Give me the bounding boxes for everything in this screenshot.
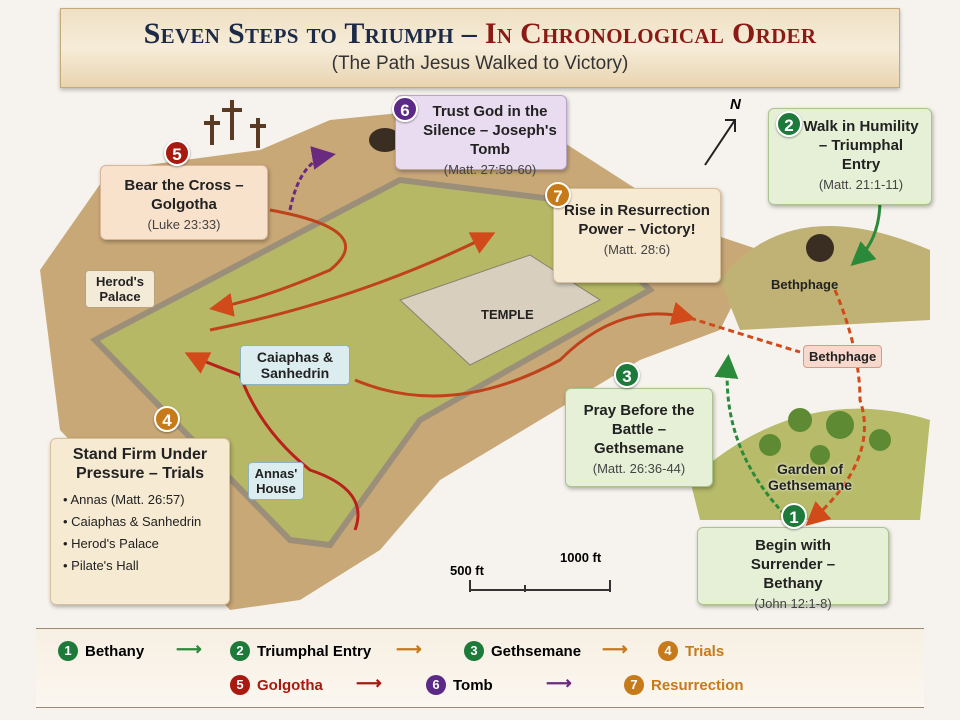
bethphage-cave	[806, 234, 834, 262]
crosses-icon	[204, 100, 266, 148]
step-ref: (Matt. 21:1-11)	[818, 177, 904, 192]
title-part-1: Seven Steps to Triumph –	[143, 17, 478, 50]
bethphage-hill	[720, 226, 930, 330]
legend-badge: 5	[230, 675, 250, 695]
herods-palace-label: Herod's Palace	[85, 270, 155, 308]
arrow-icon: ⟶	[546, 673, 572, 693]
scale-bar	[469, 580, 611, 592]
step-2-badge: 2	[776, 111, 802, 137]
trials-list: • Annas (Matt. 26:57) • Caiaphas & Sanhed…	[57, 489, 223, 577]
legend-badge: 6	[426, 675, 446, 695]
trial-item: • Caiaphas & Sanhedrin	[63, 514, 202, 529]
step-ref: (Luke 23:33)	[147, 217, 221, 232]
step-title: Stand Firm Under Pressure – Trials	[72, 446, 208, 482]
scale-label-500: 500 ft	[450, 563, 484, 578]
annas-house-label: Annas' House	[248, 462, 304, 500]
route-6-path	[288, 146, 336, 211]
compass-label: N	[730, 96, 741, 113]
step-title: Bear the Cross – Golgotha	[124, 177, 244, 213]
step-4-card: Stand Firm Under Pressure – Trials • Ann…	[50, 438, 230, 605]
step-title: Begin with Surrender – Bethany	[750, 537, 836, 592]
step-title: Walk in Humility – Triumphal Entry	[803, 118, 919, 173]
route-trials-path	[184, 352, 360, 531]
step-3-card: Pray Before the Battle – Gethsemane (Matt…	[565, 388, 713, 487]
step-4-badge: 4	[154, 406, 180, 432]
legend-label: Bethany	[85, 642, 145, 660]
step-6-card: Trust God in the Silence – Joseph's Tomb…	[395, 95, 567, 177]
route-2-path	[850, 199, 882, 266]
arrow-icon: ⟶	[396, 639, 422, 659]
legend-item-1: 1 Bethany	[58, 641, 144, 661]
city-wall	[90, 176, 655, 549]
legend-badge: 1	[58, 641, 78, 661]
step-5-badge: 5	[164, 140, 190, 166]
step-1-badge: 1	[781, 503, 807, 529]
legend-item-3: 3 Gethsemane	[464, 641, 581, 661]
legend-badge: 4	[658, 641, 678, 661]
legend-label: Triumphal Entry	[257, 642, 372, 660]
route-dashed-red	[805, 289, 866, 526]
garden-label: Garden of Gethsemane	[767, 461, 853, 493]
legend-item-2: 2 Triumphal Entry	[230, 641, 371, 661]
step-3-badge: 3	[614, 362, 640, 388]
step-7-card: Rise in Resurrection Power – Victory! (Ma…	[553, 188, 721, 283]
step-title: Trust God in the Silence – Joseph's Tomb	[423, 103, 557, 158]
step-6-badge: 6	[392, 96, 418, 122]
step-ref: (Matt. 27:59-60)	[443, 162, 537, 177]
route-herod-path	[209, 232, 496, 332]
arrow-icon: ⟶	[356, 673, 382, 693]
legend-badge: 2	[230, 641, 250, 661]
legend-item-5: 5 Golgotha	[230, 675, 323, 695]
legend-badge: 7	[624, 675, 644, 695]
temple	[399, 254, 602, 366]
north-arrow-icon	[704, 119, 736, 166]
route-entry-dashed	[689, 316, 801, 354]
arrow-icon: ⟶	[176, 639, 202, 659]
tomb-cave	[369, 128, 401, 152]
legend-label: Trials	[685, 642, 725, 660]
legend-item-4: 4 Trials	[658, 641, 724, 661]
trial-item: • Pilate's Hall	[63, 558, 139, 573]
subtitle: (The Path Jesus Walked to Victory)	[331, 53, 629, 74]
legend-label: Gethsemane	[491, 642, 582, 660]
step-7-badge: 7	[545, 182, 571, 208]
legend-badge: 3	[464, 641, 484, 661]
step-ref: (Matt. 26:36-44)	[592, 461, 686, 476]
arrow-icon: ⟶	[602, 639, 628, 659]
step-title: Pray Before the Battle – Gethsemane	[583, 402, 695, 457]
trees	[759, 408, 891, 465]
trial-item: • Herod's Palace	[63, 536, 159, 551]
legend-label: Tomb	[453, 676, 493, 694]
trial-item: • Annas (Matt. 26:57)	[63, 492, 185, 507]
step-1-card: Begin with Surrender – Bethany (John 12:1…	[697, 527, 889, 611]
legend-item-6: 6 Tomb	[426, 675, 493, 695]
step-title: Rise in Resurrection Power – Victory!	[564, 202, 710, 238]
title-part-2: In Chronological Order	[484, 17, 817, 50]
route-3-path	[354, 301, 696, 398]
temple-label: TEMPLE	[481, 307, 534, 322]
bethphage-label: Bethphage	[771, 277, 839, 292]
route-bethany-path	[714, 354, 792, 522]
legend: 1 Bethany ⟶ 2 Triumphal Entry ⟶ 3 Gethseman…	[36, 628, 924, 708]
route-5-path	[209, 208, 348, 317]
legend-item-7: 7 Resurrection	[624, 675, 744, 695]
step-ref: (John 12:1-8)	[754, 596, 832, 611]
title-banner: Seven Steps to Triumph – In Chronologica…	[60, 8, 900, 88]
legend-label: Golgotha	[257, 676, 323, 694]
page-title: Seven Steps to Triumph – In Chronologica…	[61, 17, 899, 51]
bethphage-box: Bethphage	[803, 345, 883, 368]
scale-label-1000: 1000 ft	[560, 550, 602, 565]
step-5-card: Bear the Cross – Golgotha (Luke 23:33)	[100, 165, 268, 240]
legend-label: Resurrection	[651, 676, 744, 694]
caiaphas-label: Caiaphas & Sanhedrin	[240, 345, 350, 385]
step-ref: (Matt. 28:6)	[603, 242, 671, 257]
